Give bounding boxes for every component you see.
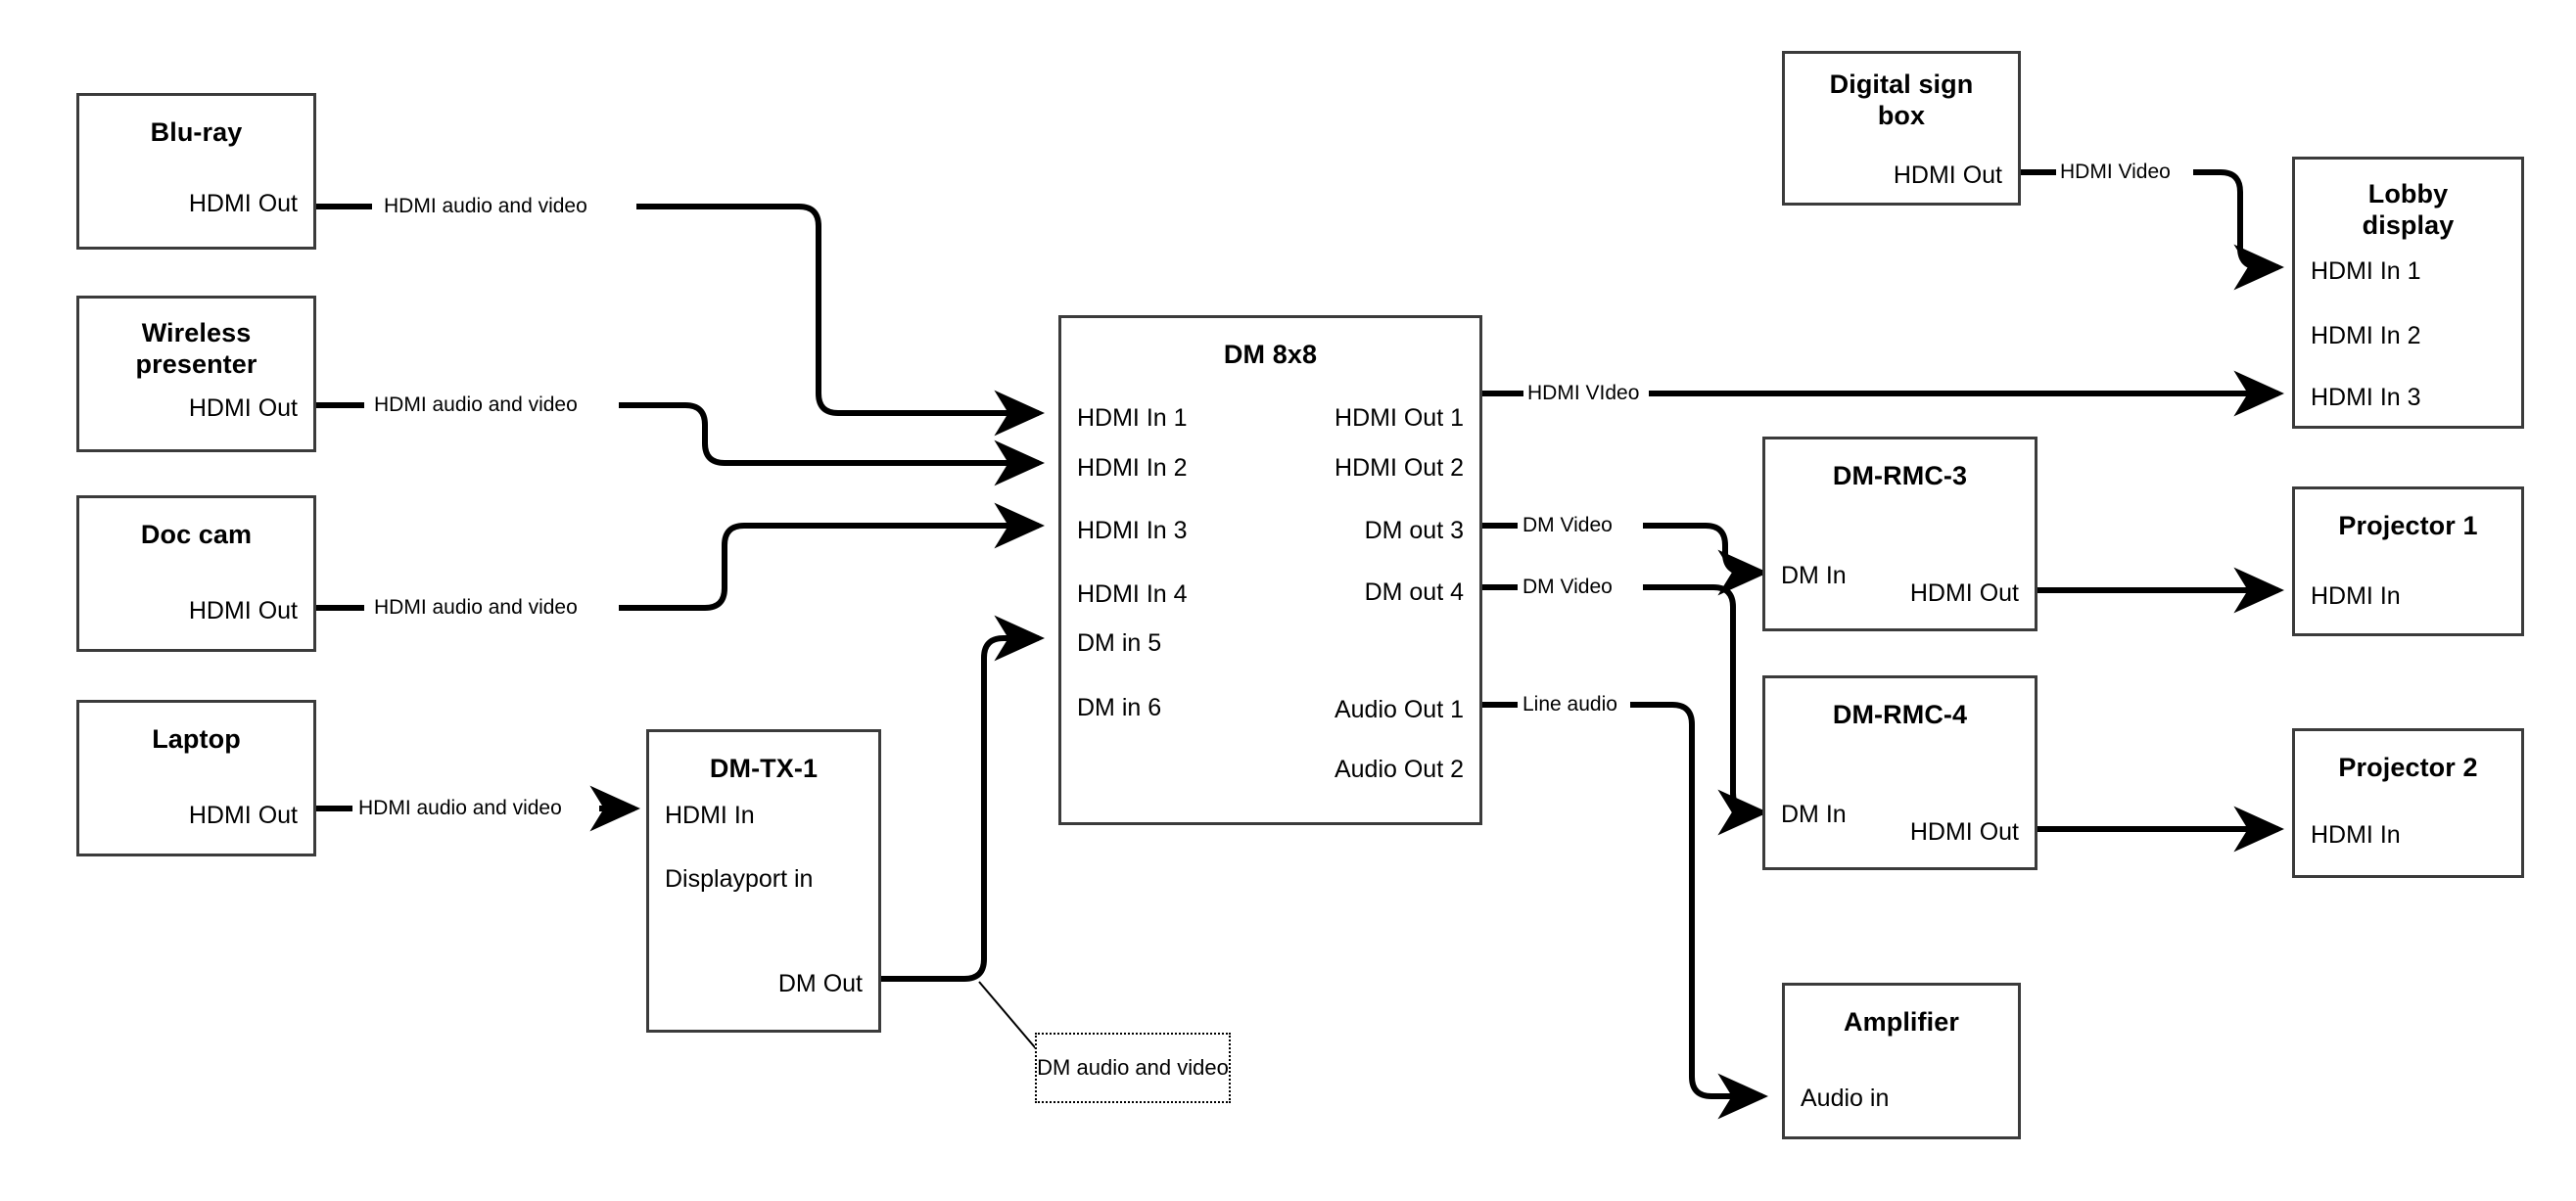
edge-label-doccam-to-dm: HDMI audio and video (370, 597, 582, 618)
port-hdmi-in: HDMI In (2311, 821, 2401, 849)
node-title: Projector 1 (2338, 511, 2478, 540)
port-dm-out-3: DM out 3 (1364, 517, 1464, 544)
node-title: Doc cam (140, 520, 253, 549)
node-title-line-1: Wireless (141, 318, 252, 347)
node-wireless-presenter[interactable]: Wireless presenter HDMI Out (76, 296, 316, 452)
node-title: Wireless presenter (79, 318, 313, 381)
node-projector-2[interactable]: Projector 2 HDMI In (2292, 728, 2524, 878)
port-hdmi-out-2: HDMI Out 2 (1335, 454, 1464, 482)
port-audio-out-2: Audio Out 2 (1334, 756, 1464, 783)
edge-label-wireless-to-dm: HDMI audio and video (370, 394, 582, 415)
port-hdmi-in-2: HDMI In 2 (2311, 322, 2421, 349)
edge-label-laptop-to-tx: HDMI audio and video (354, 798, 566, 818)
node-dm-tx-1[interactable]: DM-TX-1 HDMI In Displayport in DM Out (646, 729, 881, 1033)
edge-label-hdmi-out1-to-lobby: HDMI VIdeo (1523, 383, 1644, 403)
wire-doc-cam-to-dm-in-3 (316, 526, 1039, 611)
node-title-line-1: Lobby (2367, 179, 2449, 208)
port-audio-out-1: Audio Out 1 (1334, 696, 1464, 723)
node-projector-1[interactable]: Projector 1 HDMI In (2292, 486, 2524, 636)
edge-label-sign-to-lobby: HDMI Video (2056, 162, 2175, 182)
port-dm-in: DM In (1781, 562, 1847, 589)
port-hdmi-in-2: HDMI In 2 (1077, 454, 1188, 482)
node-doc-cam[interactable]: Doc cam HDMI Out (76, 495, 316, 652)
port-hdmi-out: HDMI Out (188, 802, 298, 829)
node-dm-rmc-4[interactable]: DM-RMC-4 DM In HDMI Out (1762, 675, 2037, 870)
edge-label-dm-out4-to-rmc4: DM Video (1519, 577, 1616, 597)
port-dm-in: DM In (1781, 801, 1847, 828)
node-title: DM-TX-1 (709, 754, 819, 783)
wire-audio-out-1-to-amplifier (1482, 702, 1762, 1096)
port-hdmi-out-1: HDMI Out 1 (1335, 404, 1464, 432)
wire-dm-tx-1-to-dm-in-5 (881, 615, 1046, 982)
node-title-line-2: box (1877, 100, 1926, 130)
node-title: Digital sign box (1785, 69, 2018, 132)
wire-sign-box-to-lobby-in-1 (2021, 169, 2278, 267)
callout-dm-audio-and-video: DM audio and video (1035, 1033, 1231, 1103)
port-hdmi-in: HDMI In (665, 802, 755, 829)
port-hdmi-out: HDMI Out (1893, 162, 2002, 189)
node-title: Laptop (152, 724, 241, 754)
node-title: Amplifier (1844, 1007, 1959, 1037)
port-hdmi-in-1: HDMI In 1 (1077, 404, 1188, 432)
edge-label-blu-ray-to-dm: HDMI audio and video (380, 196, 591, 216)
node-title: Projector 2 (2338, 753, 2478, 782)
node-title-line-2: presenter (135, 348, 258, 379)
port-hdmi-out: HDMI Out (188, 597, 298, 624)
wire-wireless-to-dm-in-2 (316, 402, 1039, 463)
port-hdmi-out: HDMI Out (1909, 818, 2019, 846)
node-title-line-1: Digital sign (1829, 69, 1974, 99)
wire-dm-out-4-to-rmc-4 (1482, 584, 1762, 812)
node-dm-8x8[interactable]: DM 8x8 HDMI In 1 HDMI In 2 HDMI In 3 HDM… (1058, 315, 1482, 825)
node-amplifier[interactable]: Amplifier Audio in (1782, 983, 2021, 1139)
node-blu-ray[interactable]: Blu-ray HDMI Out (76, 93, 316, 250)
port-hdmi-in-3: HDMI In 3 (2311, 384, 2421, 411)
node-title: DM-RMC-3 (1832, 461, 1968, 490)
node-title: DM-RMC-4 (1832, 700, 1968, 729)
node-dm-rmc-3[interactable]: DM-RMC-3 DM In HDMI Out (1762, 437, 2037, 631)
port-hdmi-in-4: HDMI In 4 (1077, 580, 1188, 608)
port-dm-out: DM Out (777, 970, 863, 997)
callout-leader-line (978, 981, 1041, 1054)
wire-dm-out-3-to-rmc-3 (1482, 526, 1762, 573)
port-displayport-in: Displayport in (665, 865, 814, 893)
node-digital-sign-box[interactable]: Digital sign box HDMI Out (1782, 51, 2021, 206)
node-title: DM 8x8 (1223, 340, 1318, 369)
port-dm-in-6: DM in 6 (1077, 694, 1162, 721)
node-lobby-display[interactable]: Lobby display HDMI In 1 HDMI In 2 HDMI I… (2292, 157, 2524, 429)
port-audio-in: Audio in (1801, 1085, 1890, 1112)
port-hdmi-in: HDMI In (2311, 582, 2401, 610)
wire-blu-ray-to-dm-in-1 (316, 204, 1039, 413)
port-hdmi-out: HDMI Out (188, 190, 298, 217)
node-laptop[interactable]: Laptop HDMI Out (76, 700, 316, 856)
node-title-line-2: display (2362, 209, 2455, 240)
port-hdmi-out: HDMI Out (188, 394, 298, 422)
port-hdmi-in-3: HDMI In 3 (1077, 517, 1188, 544)
port-dm-in-5: DM in 5 (1077, 629, 1162, 657)
node-title: Lobby display (2295, 179, 2521, 242)
node-title: Blu-ray (150, 117, 243, 147)
edge-label-audio-out1-to-amp: Line audio (1519, 694, 1621, 715)
port-hdmi-in-1: HDMI In 1 (2311, 257, 2421, 285)
port-hdmi-out: HDMI Out (1909, 579, 2019, 607)
port-dm-out-4: DM out 4 (1364, 578, 1464, 606)
edge-label-dm-out3-to-rmc3: DM Video (1519, 515, 1616, 535)
